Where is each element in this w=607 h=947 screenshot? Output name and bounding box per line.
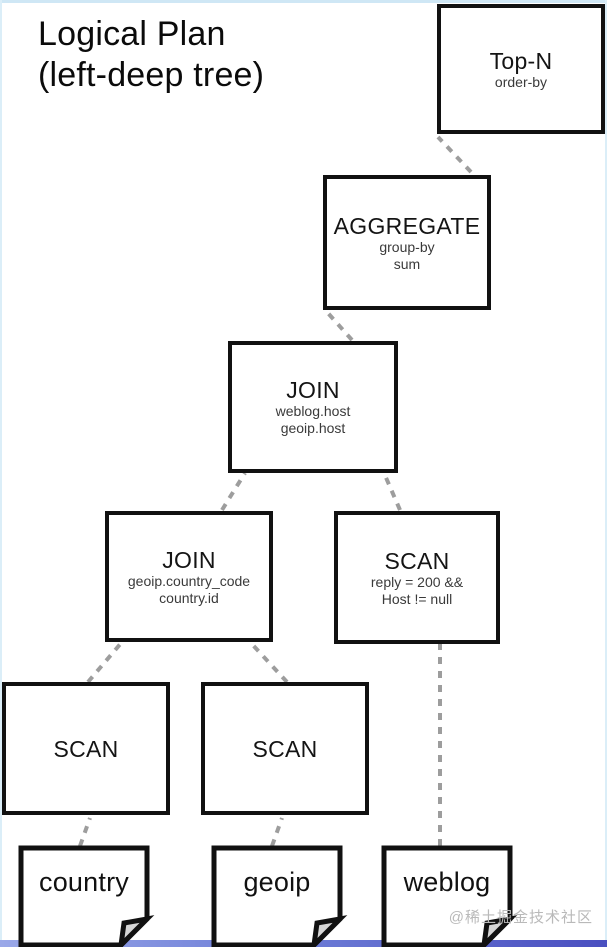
table-node-country[interactable]: country bbox=[18, 845, 155, 947]
node-join-country-operator: JOIN bbox=[162, 546, 216, 573]
edge-aggregate-to-topn bbox=[436, 135, 473, 174]
node-scan-country[interactable]: SCAN bbox=[2, 682, 170, 815]
node-join-host-detail-2: geoip.host bbox=[280, 420, 346, 436]
watermark: @稀土掘金技术社区 bbox=[448, 909, 593, 926]
page-title-line-1: Logical Plan bbox=[38, 15, 226, 53]
node-join-country-detail-1: geoip.country_code bbox=[127, 572, 251, 589]
node-scan-weblog-detail-1: reply = 200 && bbox=[370, 573, 464, 590]
canvas-left-border bbox=[0, 0, 2, 947]
node-top-n[interactable]: Top-N order-by bbox=[437, 4, 605, 134]
node-top-n-detail-1: order-by bbox=[494, 73, 548, 90]
edge-geoip-to-scangeoip bbox=[270, 817, 284, 847]
node-aggregate-detail-1: group-by bbox=[379, 238, 435, 255]
edge-country-to-scancountry bbox=[78, 817, 92, 847]
canvas-top-border bbox=[0, 0, 607, 3]
node-join-country-detail-2: country.id bbox=[159, 589, 219, 606]
node-scan-weblog-detail-2: Host != null bbox=[381, 590, 453, 607]
page-title-line-2: (left-deep tree) bbox=[38, 56, 265, 94]
page-title: Logical Plan (left-deep tree) bbox=[38, 14, 338, 96]
document-shape-icon bbox=[18, 845, 155, 947]
node-join-country[interactable]: JOIN geoip.country_code country.id bbox=[105, 511, 273, 642]
node-scan-weblog-operator: SCAN bbox=[384, 547, 450, 574]
table-node-weblog[interactable]: weblog bbox=[381, 845, 518, 947]
edge-scancountry-to-joincountry bbox=[86, 640, 124, 684]
node-join-host-detail-1: weblog.host bbox=[275, 403, 351, 419]
edge-scanweblog-to-joinhost bbox=[382, 472, 402, 511]
node-aggregate[interactable]: AGGREGATE group-by sum bbox=[323, 175, 491, 310]
node-scan-geoip-operator: SCAN bbox=[252, 735, 318, 762]
edge-joincountry-to-joinhost bbox=[220, 471, 247, 512]
node-aggregate-operator: AGGREGATE bbox=[333, 212, 481, 239]
node-scan-weblog[interactable]: SCAN reply = 200 && Host != null bbox=[334, 511, 500, 644]
document-shape-icon bbox=[211, 845, 348, 947]
canvas-right-border bbox=[605, 0, 607, 947]
node-top-n-operator: Top-N bbox=[489, 47, 553, 74]
edge-joinhost-to-aggregate bbox=[325, 310, 354, 342]
table-node-geoip[interactable]: geoip bbox=[211, 845, 348, 947]
document-shape-icon bbox=[381, 845, 518, 947]
node-join-host[interactable]: JOIN weblog.host geoip.host bbox=[228, 341, 398, 473]
node-scan-country-operator: SCAN bbox=[53, 735, 119, 762]
edge-scangeoip-to-joincountry bbox=[248, 640, 289, 684]
node-scan-geoip[interactable]: SCAN bbox=[201, 682, 369, 815]
node-aggregate-detail-2: sum bbox=[393, 255, 421, 272]
node-join-host-operator: JOIN bbox=[286, 377, 340, 403]
